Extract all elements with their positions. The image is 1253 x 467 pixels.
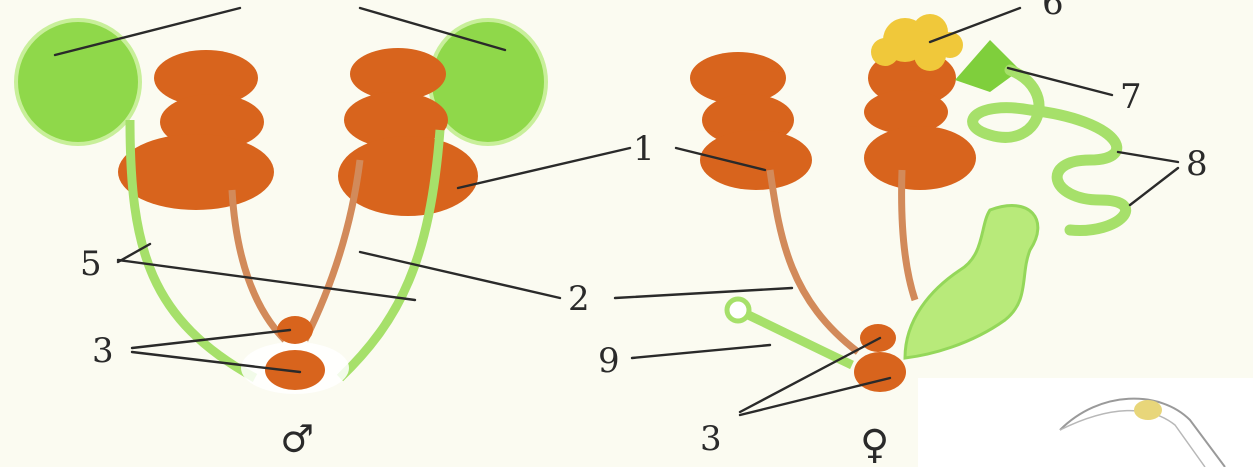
label-rudimentary-oviduct: 9 xyxy=(598,341,620,381)
ovary xyxy=(871,14,963,71)
female-left-kidney xyxy=(690,52,812,190)
oviduct-uterine-part xyxy=(905,206,1038,358)
right-testis xyxy=(430,20,546,144)
female-left-ureter xyxy=(770,170,858,352)
left-ureter xyxy=(232,190,285,340)
label-oviduct-funnel: 7 xyxy=(1120,77,1142,117)
female-symbol: ♀ xyxy=(860,422,889,467)
female-system xyxy=(690,14,1126,392)
label-oviduct: 8 xyxy=(1186,144,1208,184)
rudimentary-oviduct-end xyxy=(727,299,749,321)
label-kidney: 1 xyxy=(633,129,655,169)
label-cloaca-female: 3 xyxy=(700,419,722,459)
label-vas-deferens: 5 xyxy=(80,244,102,284)
male-symbol: ♂ xyxy=(280,417,314,461)
label-cloaca-male: 3 xyxy=(92,331,114,371)
female-right-kidney xyxy=(864,50,976,190)
label-ureter: 2 xyxy=(568,279,590,319)
inset-corner xyxy=(918,378,1253,467)
rudimentary-oviduct xyxy=(742,312,852,365)
label-ovary: 6 xyxy=(1042,0,1064,23)
oviduct xyxy=(973,70,1126,230)
